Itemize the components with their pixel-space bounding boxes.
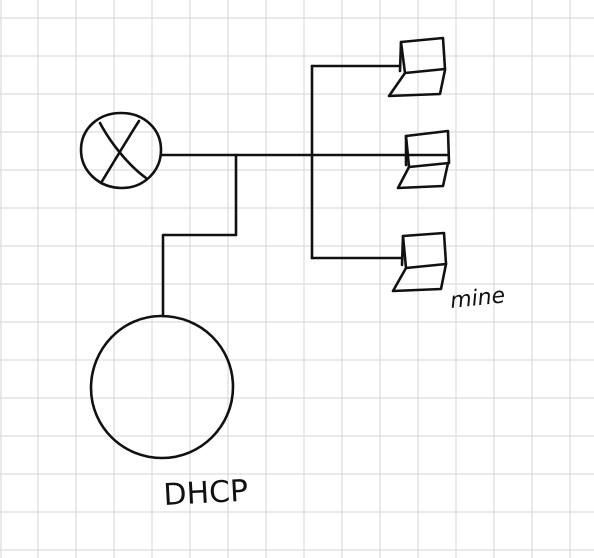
dhcp-label: DHCP — [163, 474, 249, 513]
dhcp-link — [161, 153, 238, 318]
laptop-3-icon — [391, 231, 448, 293]
client-label: mine — [449, 283, 506, 314]
laptop-1-icon — [387, 36, 447, 98]
laptop-2-icon — [396, 129, 451, 190]
dhcp-server-node — [89, 314, 235, 460]
router-icon — [79, 111, 163, 190]
